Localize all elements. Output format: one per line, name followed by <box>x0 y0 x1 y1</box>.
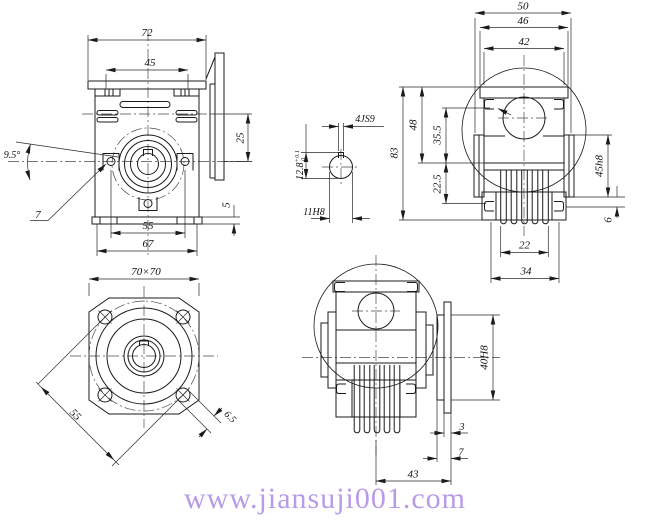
right-ear-hole <box>180 157 190 166</box>
dim-side-base-width: 34 <box>520 266 533 278</box>
input-hub <box>327 311 337 389</box>
top-vent-slot <box>119 101 171 108</box>
output-spigot <box>425 324 434 376</box>
flange-bolt-circle <box>88 300 200 412</box>
hub-circle-inner <box>127 339 161 373</box>
output-flange-spigot <box>436 314 445 401</box>
hub-circle-outer <box>123 335 165 377</box>
flange-spigot-circle <box>106 318 182 394</box>
dim-side-width-hub: 50 <box>518 1 530 13</box>
plate-left-notch <box>334 282 345 292</box>
side-view: 50 46 42 83 48 35.5 22.5 45h8 6 22 34 <box>389 1 626 283</box>
flange-bore <box>132 344 156 368</box>
dim-side-height-upper: 48 <box>408 119 420 131</box>
cooling-fins <box>500 170 549 225</box>
base-plate <box>91 216 203 225</box>
top-left-notch <box>484 99 494 110</box>
dim-bore: 11H8 <box>303 207 324 218</box>
dim-flange-hole-diameter: 6.5 <box>221 409 238 426</box>
cooling-fins-2 <box>353 365 401 434</box>
right-vent-slot-1 <box>175 110 198 116</box>
output-side-view: 40H8 3 7 43 <box>302 255 500 485</box>
dim-side-height-mid: 35.5 <box>432 125 444 146</box>
boss-circle-mid <box>124 140 172 188</box>
bottom-lug-hole <box>143 199 153 208</box>
input-bore-circle <box>502 96 546 140</box>
dim-front-overall-width: 72 <box>142 27 154 39</box>
dim-side-width-plate: 46 <box>518 15 530 27</box>
top-plate-2 <box>332 280 420 293</box>
notch-leader <box>497 108 512 116</box>
top-right-notch <box>554 99 564 110</box>
watermark-text: www.jiansuji001.com <box>184 482 466 515</box>
right-vent-slot-2 <box>175 117 198 123</box>
body-lines <box>484 135 564 171</box>
lug-right-notch <box>554 201 564 212</box>
flange-face-view: 70×70 55 6.5 <box>35 266 238 467</box>
left-vent-slot-1 <box>96 110 119 116</box>
dim-front-inner-width: 45 <box>145 57 157 69</box>
dim-side-foot: 6 <box>603 217 615 223</box>
output-hub <box>415 311 427 389</box>
input-flange-plate <box>214 52 225 181</box>
dim-side-height-overall: 83 <box>389 147 401 159</box>
flange-outer-circle <box>95 307 193 405</box>
dim-flange-square: 70×70 <box>131 266 161 278</box>
base-slots <box>99 217 195 224</box>
dim-front-center-distance: 25 <box>235 132 247 144</box>
top-bolt-pads <box>95 89 199 97</box>
input-bore-circle-2 <box>357 292 395 330</box>
bottom-lugs <box>481 191 567 221</box>
dim-front-base-thickness: 5 <box>221 202 233 208</box>
dim-front-bolt-span: 55 <box>143 220 155 232</box>
dim-side-height-lower: 22.5 <box>432 174 444 194</box>
dim-front-base-width: 67 <box>143 238 155 250</box>
flange-bore-keyway <box>139 340 149 346</box>
shaft-bore-circle <box>329 155 353 179</box>
dim-key-depth: 12.8+0.10 <box>294 150 307 180</box>
mounting-ears <box>102 153 194 211</box>
dim-output-flange-offset: 43 <box>408 469 420 481</box>
top-plate <box>479 86 569 99</box>
boss-circle-inner <box>130 146 166 182</box>
dim-side-fin-span: 22 <box>519 240 531 252</box>
shaft-section-detail: 4JS9 12.8+0.10 11H8 <box>294 114 384 223</box>
lug-right-notch-2 <box>406 383 416 394</box>
lug-left-notch-2 <box>336 383 346 394</box>
dim-flange-bolt-diagonal: 55 <box>67 407 84 424</box>
left-vent-slot-2 <box>96 117 119 123</box>
dim-side-width-body: 42 <box>519 36 531 48</box>
input-end-cap <box>320 322 329 378</box>
plate-right-notch <box>407 282 418 292</box>
dim-output-spigot-bore: 40H8 <box>479 345 491 370</box>
square-flange <box>88 297 200 415</box>
dim-key-width: 4JS9 <box>355 114 374 125</box>
dim-side-hub-diameter: 45h8 <box>594 155 606 178</box>
left-ear-hole <box>106 157 116 166</box>
shaft-keyway <box>338 152 344 158</box>
flange-connection <box>205 56 216 179</box>
lug-left-notch <box>484 201 494 212</box>
bore-keyway <box>143 149 153 156</box>
dim-output-plate-thickness: 3 <box>459 422 465 433</box>
bolt-circle-dashed <box>111 127 185 201</box>
dim-front-ear-hole: 7 <box>35 209 41 221</box>
dim-front-angle: 9.5° <box>4 150 21 161</box>
dim-output-spigot-length: 7 <box>459 448 465 459</box>
output-bore <box>137 153 159 175</box>
wheel-housing-circle-2 <box>313 263 439 389</box>
front-view: 72 45 25 5 55 67 9.5° 7 <box>4 27 255 258</box>
